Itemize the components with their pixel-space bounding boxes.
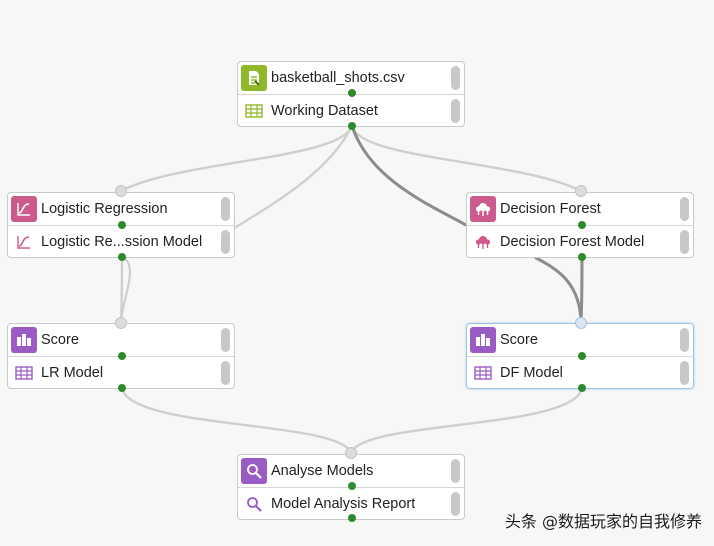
table-icon: [11, 360, 37, 386]
resize-handle[interactable]: [680, 361, 689, 385]
output-port[interactable]: [348, 89, 356, 97]
logistic-regression-row[interactable]: Logistic Regression: [8, 193, 234, 225]
resize-handle[interactable]: [680, 230, 689, 254]
wire-dataset-to-score-df[interactable]: [350, 124, 468, 227]
decision-forest-label: Decision Forest: [500, 201, 601, 217]
wire-forest-model-to-score-b[interactable]: [579, 255, 584, 324]
watermark-text: 头条 @数据玩家的自我修养: [504, 512, 702, 531]
output-port[interactable]: [118, 221, 126, 229]
output-port[interactable]: [578, 221, 586, 229]
resize-handle[interactable]: [221, 197, 230, 221]
input-port[interactable]: [115, 185, 127, 197]
resize-handle[interactable]: [451, 66, 460, 90]
dataset-source-row[interactable]: basketball_shots.csv: [238, 62, 464, 94]
df-model-label: DF Model: [500, 364, 563, 381]
output-port[interactable]: [578, 253, 586, 261]
wire-lr-model-to-analyse[interactable]: [120, 386, 353, 455]
output-port[interactable]: [118, 253, 126, 261]
table-icon: [241, 98, 267, 124]
analyse-models-module[interactable]: Analyse Models Model Analysis Report: [237, 454, 465, 520]
model-analysis-report-label: Model Analysis Report: [271, 495, 416, 512]
score-icon: [11, 327, 37, 353]
resize-handle[interactable]: [680, 197, 689, 221]
score-df-label: Score: [500, 332, 538, 348]
logistic-curve-icon: [11, 196, 37, 222]
decision-forest-row[interactable]: Decision Forest: [467, 193, 693, 225]
resize-handle[interactable]: [221, 361, 230, 385]
dataset-file-icon: [241, 65, 267, 91]
output-port[interactable]: [118, 352, 126, 360]
resize-handle[interactable]: [680, 328, 689, 352]
input-port[interactable]: [345, 447, 357, 459]
score-df-row[interactable]: Score: [467, 324, 693, 356]
wire-logistic-model-to-score-b[interactable]: [119, 255, 132, 324]
magnifier-icon: [241, 491, 267, 517]
decision-forest-icon: [470, 229, 496, 255]
logistic-curve-icon: [11, 229, 37, 255]
wire-df-model-to-analyse[interactable]: [349, 386, 584, 455]
logistic-model-label: Logistic Re...ssion Model: [41, 233, 203, 250]
decision-forest-icon: [470, 196, 496, 222]
wire-dataset-to-forest[interactable]: [350, 124, 583, 193]
score-icon: [470, 327, 496, 353]
wire-dataset-to-logistic[interactable]: [119, 124, 354, 193]
input-port[interactable]: [575, 185, 587, 197]
input-port[interactable]: [115, 317, 127, 329]
wire-dataset-to-score-lr[interactable]: [234, 124, 354, 229]
output-port[interactable]: [348, 514, 356, 522]
input-port[interactable]: [575, 317, 587, 329]
score-lr-label: Score: [41, 332, 79, 348]
lr-model-label: LR Model: [41, 364, 104, 381]
working-dataset-label: Working Dataset: [271, 102, 378, 119]
analyse-models-label: Analyse Models: [271, 463, 374, 479]
resize-handle[interactable]: [221, 230, 230, 254]
resize-handle[interactable]: [451, 99, 460, 123]
logistic-regression-label: Logistic Regression: [41, 201, 168, 217]
resize-handle[interactable]: [221, 328, 230, 352]
magnifier-icon: [241, 458, 267, 484]
output-port[interactable]: [578, 384, 586, 392]
analyse-models-row[interactable]: Analyse Models: [238, 455, 464, 487]
output-port[interactable]: [118, 384, 126, 392]
score-lr-row[interactable]: Score: [8, 324, 234, 356]
resize-handle[interactable]: [451, 459, 460, 483]
resize-handle[interactable]: [451, 492, 460, 516]
output-port[interactable]: [348, 482, 356, 490]
dataset-source-label: basketball_shots.csv: [271, 70, 405, 86]
decision-forest-model-label: Decision Forest Model: [500, 233, 645, 250]
table-icon: [470, 360, 496, 386]
output-port[interactable]: [348, 122, 356, 130]
output-port[interactable]: [578, 352, 586, 360]
wire-forest-model-to-score-a[interactable]: [534, 256, 583, 324]
